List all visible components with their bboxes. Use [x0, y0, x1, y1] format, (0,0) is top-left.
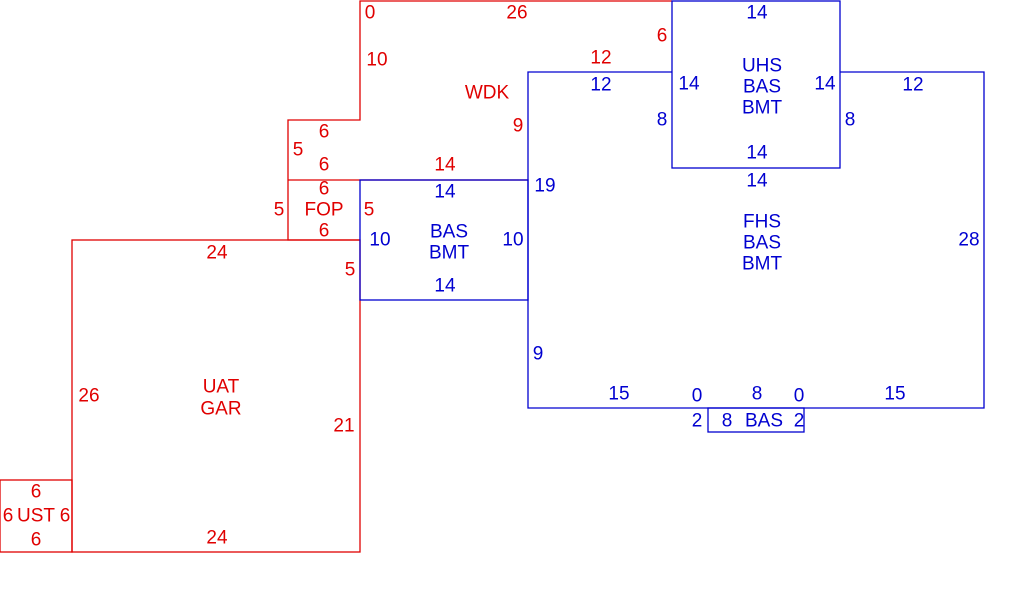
- dim-label: 10: [369, 230, 390, 251]
- dim-label: 6: [60, 506, 71, 527]
- area-label: BMT: [429, 243, 470, 264]
- dim-label: 8: [752, 384, 763, 405]
- area-label: BMT: [742, 98, 783, 119]
- area-label: BAS: [745, 411, 783, 432]
- dim-label: 14: [746, 171, 768, 192]
- dim-label: 21: [333, 416, 354, 437]
- blue-labels: 14 12 14 UHS BAS BMT 14 12 8 8 14 14 14 …: [369, 3, 979, 432]
- area-label: BAS: [743, 233, 781, 254]
- dim-label: 14: [678, 74, 700, 95]
- area-label: FOP: [304, 200, 343, 221]
- uhs-outline: [671, 0, 841, 169]
- dim-label: 8: [722, 411, 733, 432]
- area-label: BAS: [743, 77, 781, 98]
- dim-label: 12: [590, 48, 611, 69]
- dim-label: 12: [902, 75, 923, 96]
- dim-label: 14: [434, 182, 456, 203]
- area-label: BMT: [742, 254, 783, 275]
- dim-label: 28: [958, 230, 979, 251]
- ust-outline: [0, 479, 73, 553]
- dim-label: 9: [533, 344, 544, 365]
- dim-label: 0: [365, 3, 376, 24]
- red-outlines: [0, 0, 672, 553]
- dim-label: 2: [794, 411, 805, 432]
- dim-label: 5: [345, 260, 356, 281]
- dim-label: 24: [206, 243, 228, 264]
- dim-label: 8: [845, 110, 856, 131]
- dim-label: 0: [692, 386, 703, 407]
- area-label: UAT: [203, 377, 240, 398]
- uat-gar-outline: [71, 239, 361, 553]
- area-label: GAR: [200, 399, 241, 420]
- dim-label: 14: [434, 276, 456, 297]
- dim-label: 15: [608, 384, 629, 405]
- dim-label: 2: [692, 411, 703, 432]
- dim-label: 6: [319, 221, 330, 242]
- dim-label: 19: [534, 176, 555, 197]
- blue-outlines: [359, 0, 985, 433]
- dim-label: 5: [364, 200, 375, 221]
- dim-label: 12: [590, 75, 611, 96]
- dim-label: 10: [366, 50, 387, 71]
- dim-label: 14: [434, 155, 456, 176]
- dim-label: 6: [31, 530, 42, 551]
- area-label: WDK: [465, 83, 510, 104]
- red-labels: 0 26 6 10 12 WDK 9 6 5 6 14 6 5 FOP 5 6 …: [3, 3, 668, 551]
- small-bas-outline: [707, 407, 805, 433]
- dim-label: 6: [657, 26, 668, 47]
- dim-label: 0: [794, 386, 805, 407]
- area-label: UHS: [742, 56, 782, 77]
- dim-label: 26: [78, 386, 99, 407]
- dim-label: 14: [746, 3, 768, 24]
- bas-bmt-outline: [359, 179, 529, 301]
- dim-label: 6: [31, 482, 42, 503]
- dim-label: 6: [319, 179, 330, 200]
- area-label: UST: [17, 506, 55, 527]
- dim-label: 24: [206, 528, 228, 549]
- dim-label: 6: [319, 122, 330, 143]
- dim-label: 9: [513, 116, 524, 137]
- dim-label: 6: [319, 155, 330, 176]
- dim-label: 5: [274, 200, 285, 221]
- area-label: BAS: [430, 222, 468, 243]
- area-label: FHS: [743, 212, 781, 233]
- dim-label: 6: [3, 506, 14, 527]
- dim-label: 14: [746, 143, 768, 164]
- dim-label: 10: [502, 230, 523, 251]
- dim-label: 26: [506, 3, 527, 24]
- wdk-outline: [287, 0, 672, 241]
- dim-label: 5: [293, 140, 304, 161]
- dim-label: 15: [884, 384, 905, 405]
- dim-label: 14: [814, 74, 836, 95]
- dim-label: 8: [657, 110, 668, 131]
